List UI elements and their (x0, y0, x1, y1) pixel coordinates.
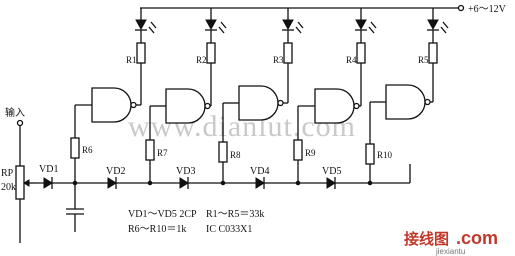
nand-gate-4 (314, 88, 355, 124)
note-r-top: R1～R5＝33k (206, 209, 264, 220)
svg-text:R5: R5 (418, 55, 429, 65)
led-2 (205, 19, 217, 31)
nand-gate-1 (91, 87, 132, 123)
component-notes: VD1～VD5 2CP R1～R5＝33k R6～R10＝1k IC C033X… (128, 209, 264, 235)
site-logo: 接线图 .com jiexiantu (404, 228, 498, 256)
svg-text:R4: R4 (346, 55, 357, 65)
svg-text:R3: R3 (273, 55, 284, 65)
potentiometer-rp (15, 165, 25, 200)
svg-text:R8: R8 (230, 150, 241, 160)
svg-text:VD1: VD1 (39, 164, 58, 175)
svg-text:R6: R6 (82, 145, 93, 155)
stage-2: R7 R2 (145, 8, 227, 183)
svg-text:VD4: VD4 (250, 166, 269, 177)
note-ic: IC C033X1 (206, 224, 252, 235)
svg-text:VD2: VD2 (106, 166, 125, 177)
stage-3: R8 R3 (218, 8, 304, 183)
input-label: 输入 (5, 106, 25, 119)
led-1 (135, 19, 147, 31)
logo-com-text: .com (456, 228, 498, 248)
note-diodes: VD1～VD5 2CP (128, 209, 197, 220)
led-4 (355, 19, 367, 31)
led-3 (282, 19, 294, 31)
resistor-r1 (136, 42, 146, 64)
resistor-r2 (206, 42, 216, 64)
svg-text:R10: R10 (377, 150, 393, 160)
stage-5: R10 R5 (365, 8, 449, 183)
diode-vd2: VD2 (106, 166, 125, 189)
resistor-r7 (145, 139, 155, 161)
stage-1: R6 R1 (70, 8, 157, 183)
logo-cn-text: 接线图 (404, 230, 449, 248)
logo-domain-text: jiexiantu (435, 247, 465, 256)
resistor-r3 (283, 42, 293, 64)
svg-text:R1: R1 (126, 55, 137, 65)
diode-vd3: VD3 (176, 166, 195, 189)
supply-label: +6～12V (468, 4, 507, 15)
rp-value: 20k (1, 182, 16, 193)
svg-text:R2: R2 (196, 55, 207, 65)
nand-gate-5 (385, 84, 426, 120)
svg-text:VD3: VD3 (176, 166, 195, 177)
diode-vd4: VD4 (250, 166, 269, 189)
resistor-r5 (428, 42, 438, 64)
diode-vd1: VD1 (39, 164, 58, 189)
input-section: 输入 RP 20k (1, 106, 36, 243)
nand-gate-2 (165, 88, 206, 124)
supply-rail: +6～12V (140, 4, 507, 15)
capacitor (66, 183, 84, 232)
resistor-r4 (356, 42, 366, 64)
nand-gate-3 (238, 85, 279, 121)
led-5 (427, 19, 439, 31)
svg-text:R7: R7 (157, 148, 168, 158)
resistor-r8 (218, 141, 228, 163)
stage-4: R9 R4 (293, 8, 377, 183)
resistor-r10 (365, 143, 375, 165)
rp-label: RP (1, 168, 14, 179)
input-terminal (16, 119, 24, 127)
resistor-r9 (293, 139, 303, 161)
note-r-bottom: R6～R10＝1k (128, 224, 186, 235)
diode-vd5: VD5 (322, 166, 341, 189)
resistor-r6 (70, 137, 80, 159)
svg-text:R9: R9 (305, 148, 316, 158)
svg-text:VD5: VD5 (322, 166, 341, 177)
